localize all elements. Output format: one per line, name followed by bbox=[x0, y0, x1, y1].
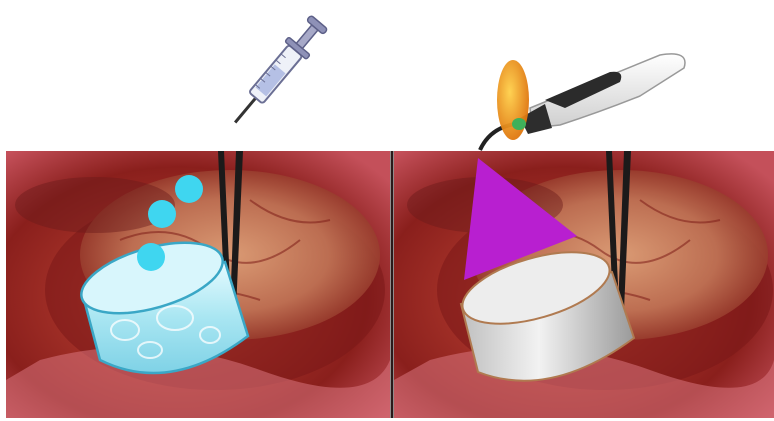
drop-3 bbox=[137, 243, 165, 271]
syringe-icon bbox=[224, 13, 330, 131]
uv-curing-light-icon bbox=[480, 54, 685, 150]
left-panel bbox=[6, 13, 390, 418]
right-panel bbox=[394, 54, 774, 418]
drop-2 bbox=[148, 200, 176, 228]
drop-1 bbox=[175, 175, 203, 203]
